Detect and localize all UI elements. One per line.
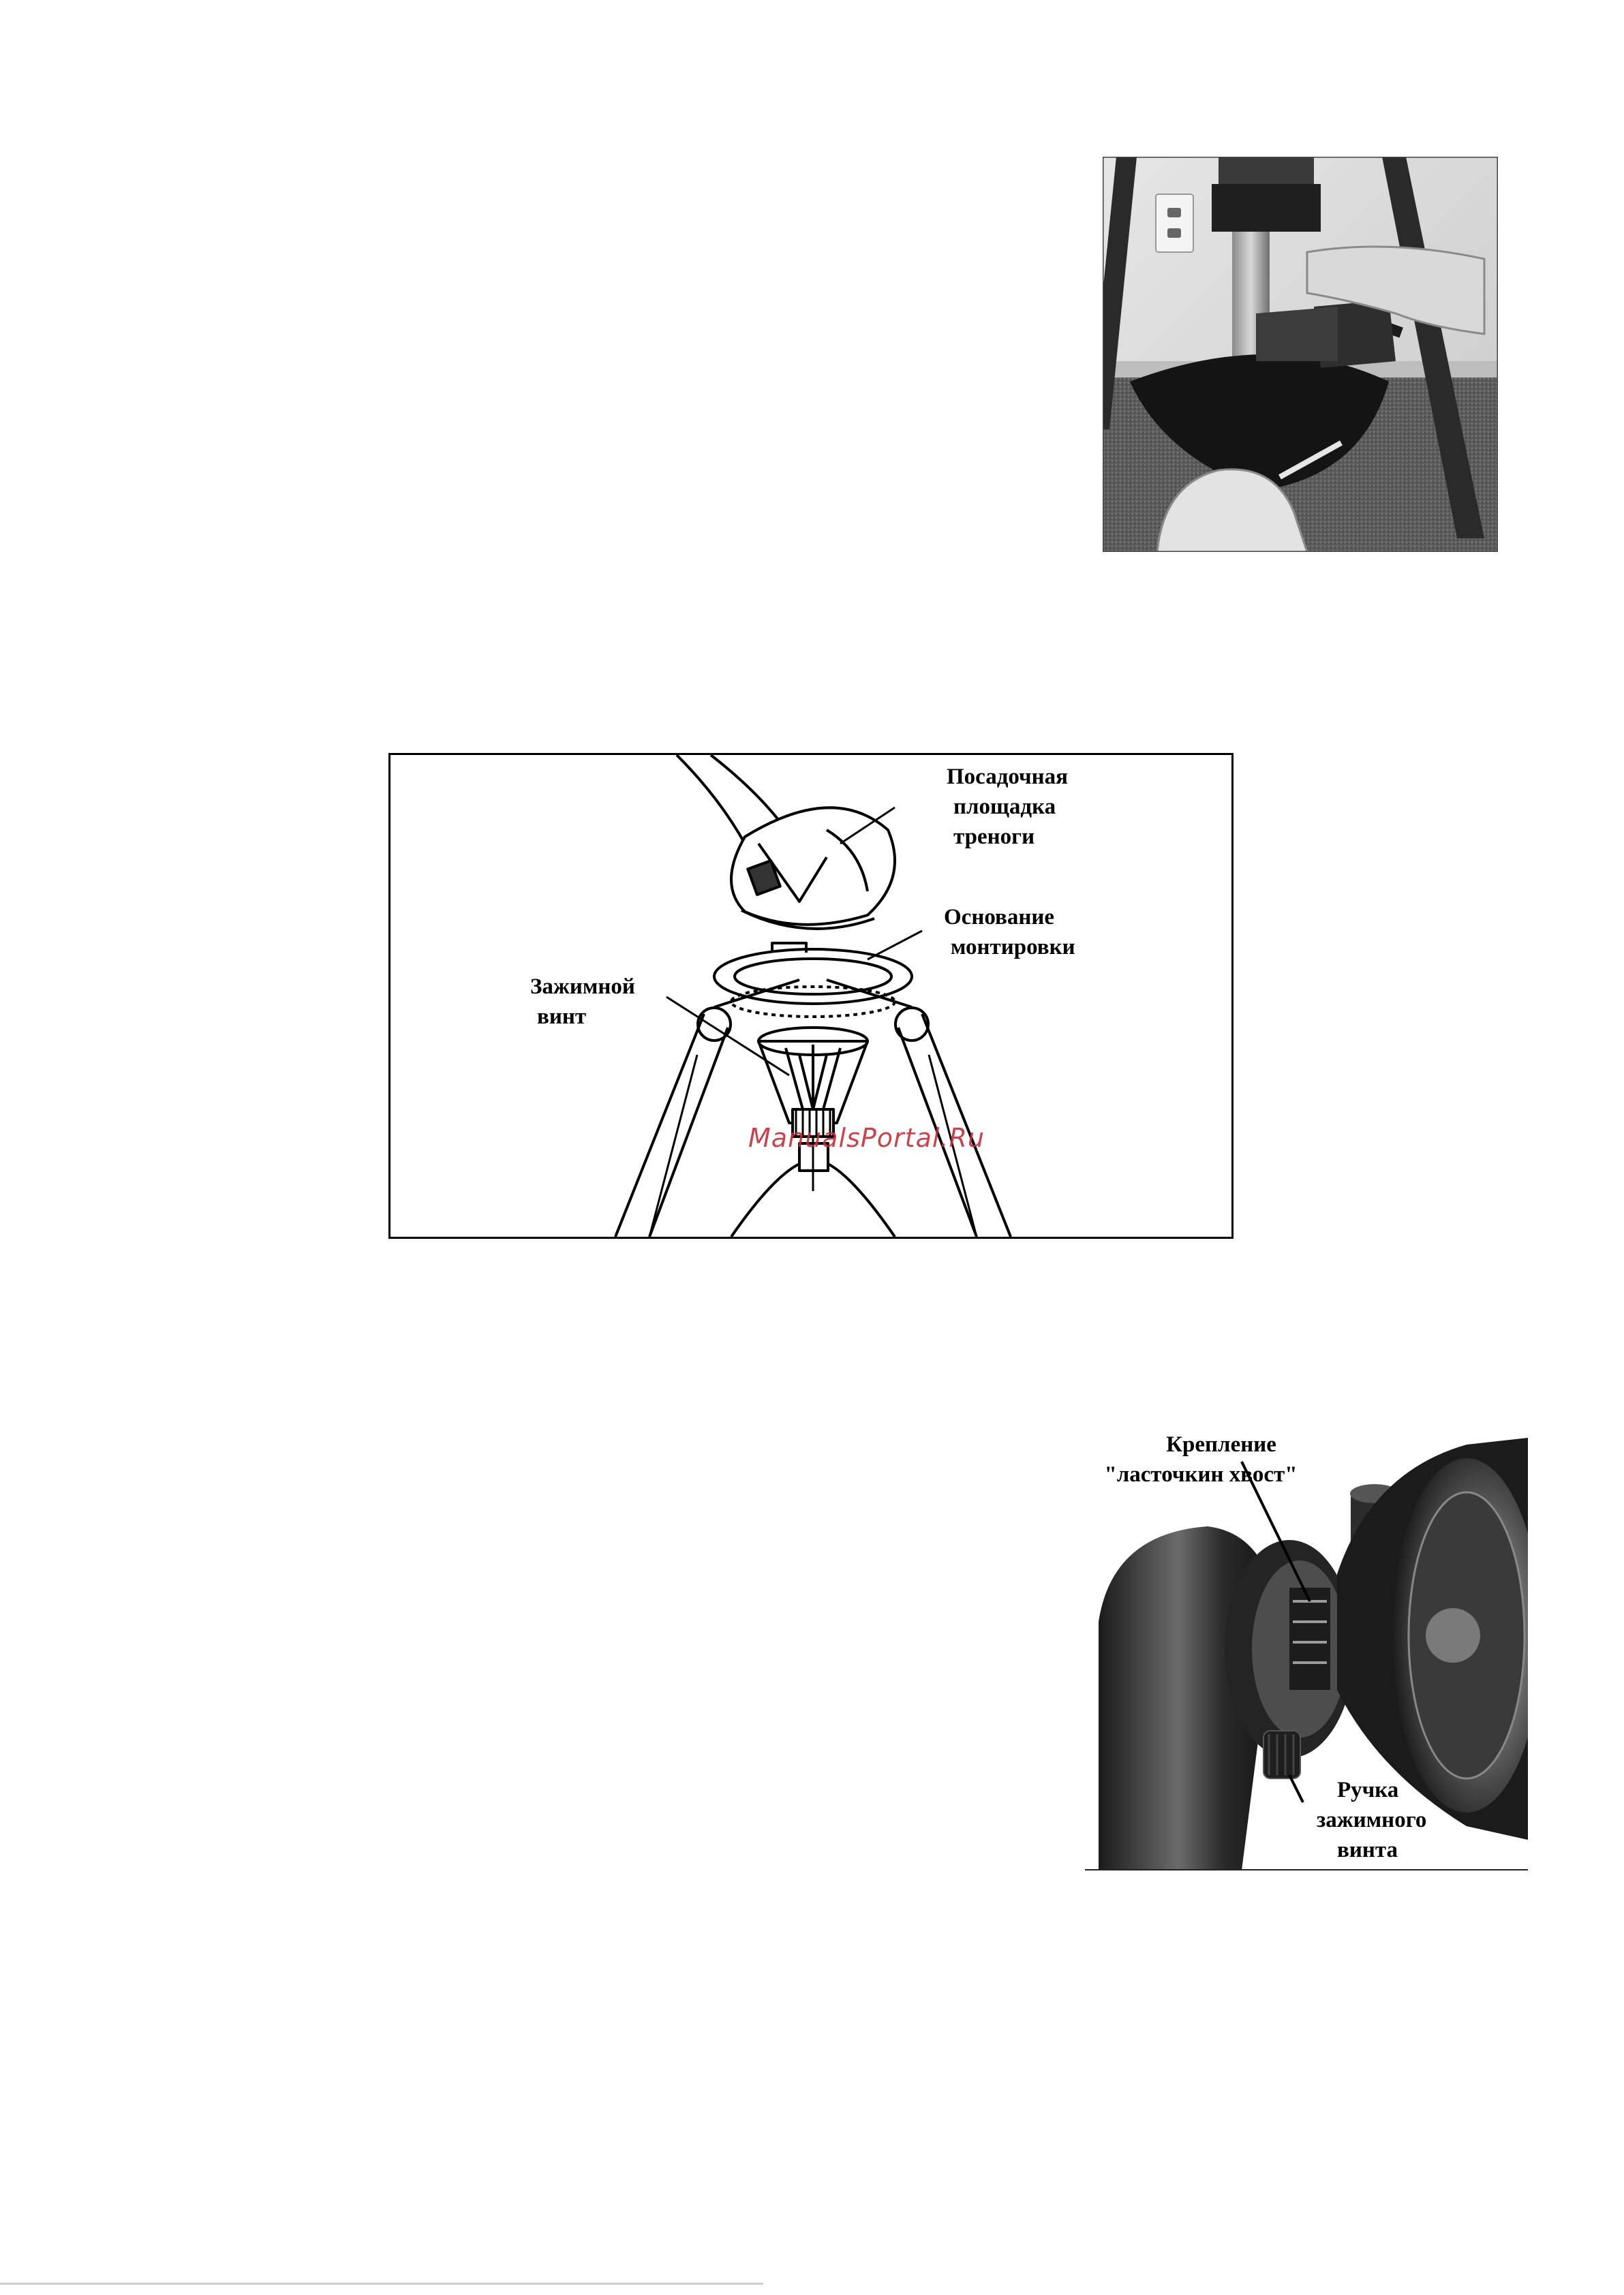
- photo-tripod-tray: [1103, 157, 1498, 552]
- label-dovetail-line1: Крепление: [1126, 1430, 1317, 1460]
- label-dovetail-line2: "ласточкин хвост": [1085, 1460, 1317, 1490]
- footer-rule: [0, 2283, 763, 2285]
- label-clamp-knob-line3: винта: [1337, 1835, 1426, 1865]
- photo-tripod-tray-image: [1103, 157, 1498, 552]
- photo-mount-dovetail: Крепление "ласточкин хвост" Ручка зажимн…: [1085, 1431, 1528, 1870]
- label-clamp-knob-line2: зажимного: [1317, 1805, 1426, 1835]
- label-mount-base: Основание монтировки: [944, 902, 1075, 962]
- photo-mount-dovetail-image: [1085, 1431, 1528, 1870]
- label-tripod-tray-line3: треноги: [953, 822, 1068, 852]
- label-mount-base-line2: монтировки: [951, 932, 1075, 962]
- label-mount-base-line1: Основание: [944, 902, 1075, 932]
- label-tripod-tray-line1: Посадочная: [947, 762, 1068, 792]
- label-tripod-tray-line2: площадка: [953, 792, 1068, 822]
- label-dovetail: Крепление "ласточкин хвост": [1085, 1430, 1317, 1490]
- tripod-line-drawing: [390, 755, 1231, 1237]
- label-clamp-screw-line2: винт: [537, 1002, 635, 1032]
- watermark: ManualsPortal.Ru: [748, 1123, 985, 1153]
- label-clamp-screw-line1: Зажимной: [530, 972, 635, 1002]
- label-tripod-tray: Посадочная площадка треноги: [947, 762, 1068, 852]
- label-clamp-screw: Зажимной винт: [530, 972, 635, 1032]
- diagram-tripod-mount-base: Посадочная площадка треноги Основание мо…: [388, 753, 1234, 1239]
- label-clamp-knob: Ручка зажимного винта: [1317, 1775, 1426, 1865]
- label-clamp-knob-line1: Ручка: [1337, 1775, 1426, 1805]
